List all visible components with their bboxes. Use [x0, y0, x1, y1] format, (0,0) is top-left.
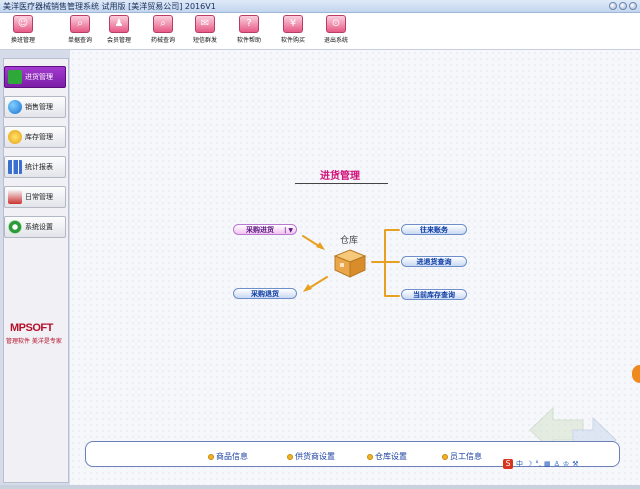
sogou-icon[interactable]: S	[503, 458, 513, 469]
close-button[interactable]	[629, 2, 637, 10]
toolbar-button-shift[interactable]: ☺ 换班管理	[6, 15, 40, 47]
in-out-query-label: 进退货查询	[416, 258, 452, 266]
sidebar-item-reports[interactable]: 统计报表	[4, 156, 66, 178]
toolbar-button-label: 软件帮助	[236, 37, 261, 44]
search-icon: ⌕	[70, 15, 90, 33]
title-bar: 美洋医疗器械销售管理系统 试用版 [美洋贸易公司] 2016V1	[0, 0, 640, 13]
sidebar-item-purchase[interactable]: 进货管理	[4, 66, 66, 88]
toolbar-button-members[interactable]: ♟ 会员管理	[102, 15, 136, 47]
toolbar-button-bill-query[interactable]: ⌕ 单据查询	[63, 15, 97, 47]
warehouse-label: 仓库	[340, 236, 359, 246]
purchase-return-button[interactable]: 采购退货	[233, 288, 297, 299]
gear-icon	[8, 220, 22, 234]
toolbar-button-drug-query[interactable]: ⌕ 药械查询	[146, 15, 180, 47]
user-icon[interactable]: ♙	[553, 459, 560, 468]
status-bar	[0, 485, 640, 489]
quick-item-staff[interactable]: 员工信息	[442, 451, 482, 462]
toolbar-button-label: 短信群发	[192, 37, 217, 44]
quick-item-warehouse[interactable]: 仓库设置	[367, 451, 407, 462]
wrench-icon[interactable]: ⚒	[572, 459, 579, 468]
purchase-in-label: 采购进货	[246, 226, 274, 234]
stock-query-button[interactable]: 当前库存查询	[401, 289, 467, 300]
punctuation-icon[interactable]: °,	[535, 459, 542, 468]
sidebar-item-daily[interactable]: 日常管理	[4, 186, 66, 208]
window-controls	[609, 2, 637, 10]
quick-item-label: 商品信息	[216, 452, 248, 461]
quick-item-label: 供货商设置	[295, 452, 335, 461]
sidebar-item-label: 统计报表	[25, 163, 53, 171]
in-out-query-button[interactable]: 进退货查询	[401, 256, 467, 267]
bullet-icon	[442, 453, 448, 460]
sales-icon	[8, 100, 22, 114]
title-underline	[295, 183, 388, 184]
quick-item-label: 员工信息	[450, 452, 482, 461]
toolbar: ☺ 换班管理 ⌕ 单据查询 ♟ 会员管理 ⌕ 药械查询 ✉ 短信群发 ? 软件帮…	[0, 13, 640, 50]
toolbar-button-label: 药械查询	[150, 37, 175, 44]
quick-settings-bar	[85, 441, 620, 467]
members-icon: ♟	[109, 15, 129, 33]
brand-slogan: 管理软件 美洋是专家	[6, 338, 62, 345]
toolbar-button-label: 会员管理	[106, 37, 131, 44]
side-pull-tab[interactable]	[632, 365, 640, 383]
quick-item-goods[interactable]: 商品信息	[208, 451, 248, 462]
bullet-icon	[208, 453, 214, 460]
sidebar-item-settings[interactable]: 系统设置	[4, 216, 66, 238]
query-icon: ⌕	[153, 15, 173, 33]
purchase-icon: ¥	[283, 15, 303, 33]
daily-icon	[8, 190, 22, 204]
plus-icon	[8, 70, 22, 84]
maximize-button[interactable]	[619, 2, 627, 10]
accounts-label: 往来账务	[420, 226, 448, 234]
toolbar-button-exit[interactable]: ⊙ 退出系统	[319, 15, 353, 47]
brand-logo: MPSOFT	[10, 322, 53, 334]
sidebar-item-label: 日常管理	[25, 193, 53, 201]
accounts-button[interactable]: 往来账务	[401, 224, 467, 235]
star-icon	[8, 130, 22, 144]
dropdown-arrow-icon[interactable]: | ▼	[284, 227, 293, 234]
help-icon: ?	[239, 15, 259, 33]
toolbar-button-purchase[interactable]: ¥ 软件购买	[276, 15, 310, 47]
toolbar-button-help[interactable]: ? 软件帮助	[232, 15, 266, 47]
toolbar-button-label: 退出系统	[323, 37, 348, 44]
customer-icon: ☺	[13, 15, 33, 33]
ime-mode[interactable]: 中	[516, 459, 523, 468]
sidebar-item-label: 库存管理	[25, 133, 53, 141]
toolbar-button-label: 换班管理	[10, 37, 35, 44]
sms-icon: ✉	[195, 15, 215, 33]
sidebar-panel	[3, 58, 69, 483]
quick-item-label: 仓库设置	[375, 452, 407, 461]
exit-icon: ⊙	[326, 15, 346, 33]
ime-toolbar[interactable]: S 中 ☽ °, ▦ ♙ ♔ ⚒	[503, 458, 578, 469]
sidebar-item-inventory[interactable]: 库存管理	[4, 126, 66, 148]
purchase-in-button[interactable]: 采购进货 | ▼	[233, 224, 297, 235]
bar-chart-icon	[8, 160, 22, 174]
sidebar: 进货管理 销售管理 库存管理 统计报表 日常管理 系统设置	[0, 50, 70, 485]
warehouse-box-icon	[333, 249, 367, 278]
sidebar-item-label: 销售管理	[25, 103, 53, 111]
toolbar-button-label: 单据查询	[67, 37, 92, 44]
sidebar-item-label: 进货管理	[25, 73, 53, 81]
bullet-icon	[367, 453, 373, 460]
sidebar-item-label: 系统设置	[25, 223, 53, 231]
toolbar-button-label: 软件购买	[280, 37, 305, 44]
moon-icon[interactable]: ☽	[526, 459, 533, 468]
bullet-icon	[287, 453, 293, 460]
toolbar-button-sms[interactable]: ✉ 短信群发	[188, 15, 222, 47]
minimize-button[interactable]	[609, 2, 617, 10]
shirt-icon[interactable]: ♔	[562, 459, 570, 468]
window-title: 美洋医疗器械销售管理系统 试用版 [美洋贸易公司] 2016V1	[3, 2, 216, 11]
quick-item-suppliers[interactable]: 供货商设置	[287, 451, 335, 462]
section-title: 进货管理	[320, 171, 360, 182]
purchase-return-label: 采购退货	[251, 290, 279, 298]
keyboard-icon[interactable]: ▦	[544, 459, 551, 468]
stock-query-label: 当前库存查询	[413, 291, 455, 299]
sidebar-item-sales[interactable]: 销售管理	[4, 96, 66, 118]
